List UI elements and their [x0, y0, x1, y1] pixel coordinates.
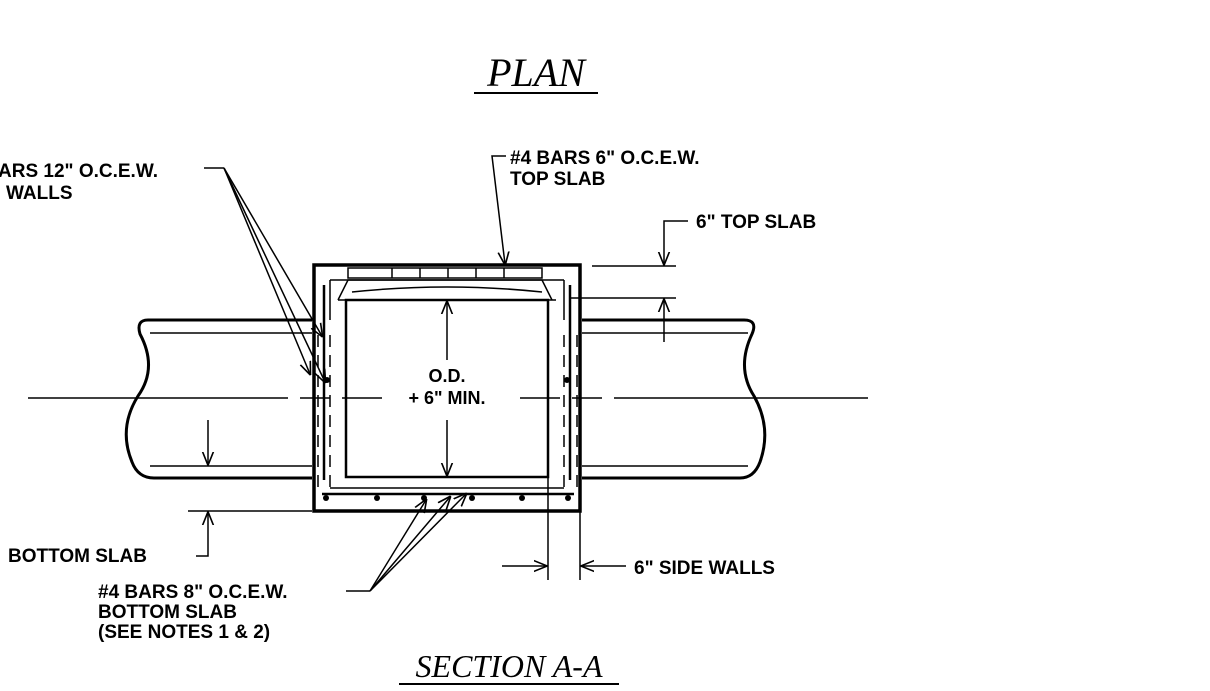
top-bars-label-line2: TOP SLAB: [510, 169, 605, 190]
side-walls-dim-label: 6" SIDE WALLS: [634, 558, 775, 579]
bottom-slab-dim: [188, 420, 312, 557]
top-slab-dim-label: 6" TOP SLAB: [696, 212, 816, 233]
od-label-line1: O.D.: [428, 366, 465, 386]
right-pipe: [582, 318, 767, 480]
inlet-frame: [337, 267, 556, 301]
bottom-bars-label-line2: BOTTOM SLAB: [98, 602, 237, 623]
wall-bars-label-line1: ARS 12" O.C.E.W.: [0, 161, 158, 182]
bottom-bars-label-line3: (SEE NOTES 1 & 2): [98, 622, 270, 643]
wall-bars-leader: [204, 167, 325, 382]
top-slab-dim: [570, 220, 688, 342]
left-pipe: [124, 318, 312, 480]
top-bars-label-line1: #4 BARS 6" O.C.E.W.: [510, 148, 700, 169]
structure-outline: [312, 263, 582, 513]
wall-bars-label-line2: WALLS: [6, 183, 73, 204]
pipe-opening: [344, 298, 550, 479]
top-bars-leader: [491, 155, 506, 264]
plan-title: PLAN: [486, 50, 587, 95]
bottom-bars-label-line1: #4 BARS 8" O.C.E.W.: [98, 582, 288, 603]
bottom-slab-dim-label: BOTTOM SLAB: [8, 546, 147, 567]
side-walls-dim: [502, 478, 626, 580]
bottom-bars-leader: [346, 494, 466, 592]
od-label-line2: + 6" MIN.: [408, 388, 485, 408]
bottom-slab-rebar: [322, 492, 574, 501]
section-title: SECTION A-A: [416, 648, 603, 684]
